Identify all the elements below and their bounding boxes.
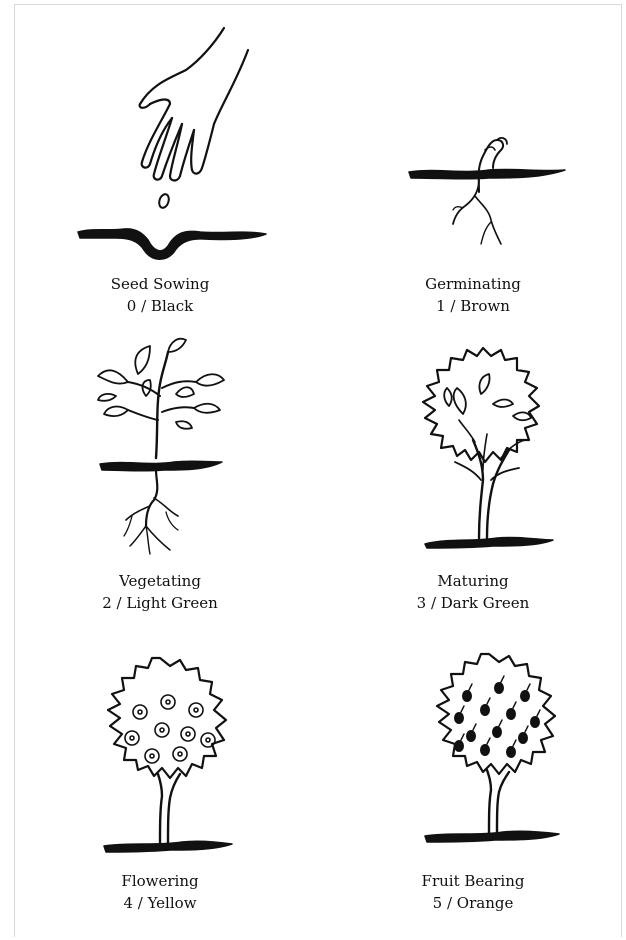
stage-name: Flowering bbox=[40, 870, 280, 892]
stage-name: Seed Sowing bbox=[40, 273, 280, 295]
stage-seed-sowing: Seed Sowing 0 / Black bbox=[0, 0, 313, 330]
stage-caption: Flowering 4 / Yellow bbox=[40, 870, 280, 914]
stage-code: 3 / Dark Green bbox=[353, 592, 593, 614]
stage-caption: Maturing 3 / Dark Green bbox=[353, 570, 593, 614]
stage-name: Vegetating bbox=[40, 570, 280, 592]
stage-code: 0 / Black bbox=[40, 295, 280, 317]
stage-name: Fruit Bearing bbox=[353, 870, 593, 892]
stage-fruit-bearing: Fruit Bearing 5 / Orange bbox=[313, 630, 626, 940]
stage-caption: Vegetating 2 / Light Green bbox=[40, 570, 280, 614]
stage-code: 2 / Light Green bbox=[40, 592, 280, 614]
stage-name: Germinating bbox=[353, 273, 593, 295]
stage-code: 4 / Yellow bbox=[40, 892, 280, 914]
blossom-group bbox=[125, 695, 215, 763]
stage-code: 1 / Brown bbox=[353, 295, 593, 317]
fruit-group bbox=[455, 676, 541, 758]
stage-caption: Germinating 1 / Brown bbox=[353, 273, 593, 317]
stage-germinating: Germinating 1 / Brown bbox=[313, 0, 626, 330]
stage-flowering: Flowering 4 / Yellow bbox=[0, 630, 313, 940]
stage-caption: Seed Sowing 0 / Black bbox=[40, 273, 280, 317]
stage-caption: Fruit Bearing 5 / Orange bbox=[353, 870, 593, 914]
stage-name: Maturing bbox=[353, 570, 593, 592]
stage-vegetating: Vegetating 2 / Light Green bbox=[0, 330, 313, 630]
stage-code: 5 / Orange bbox=[353, 892, 593, 914]
stage-maturing: Maturing 3 / Dark Green bbox=[313, 330, 626, 630]
